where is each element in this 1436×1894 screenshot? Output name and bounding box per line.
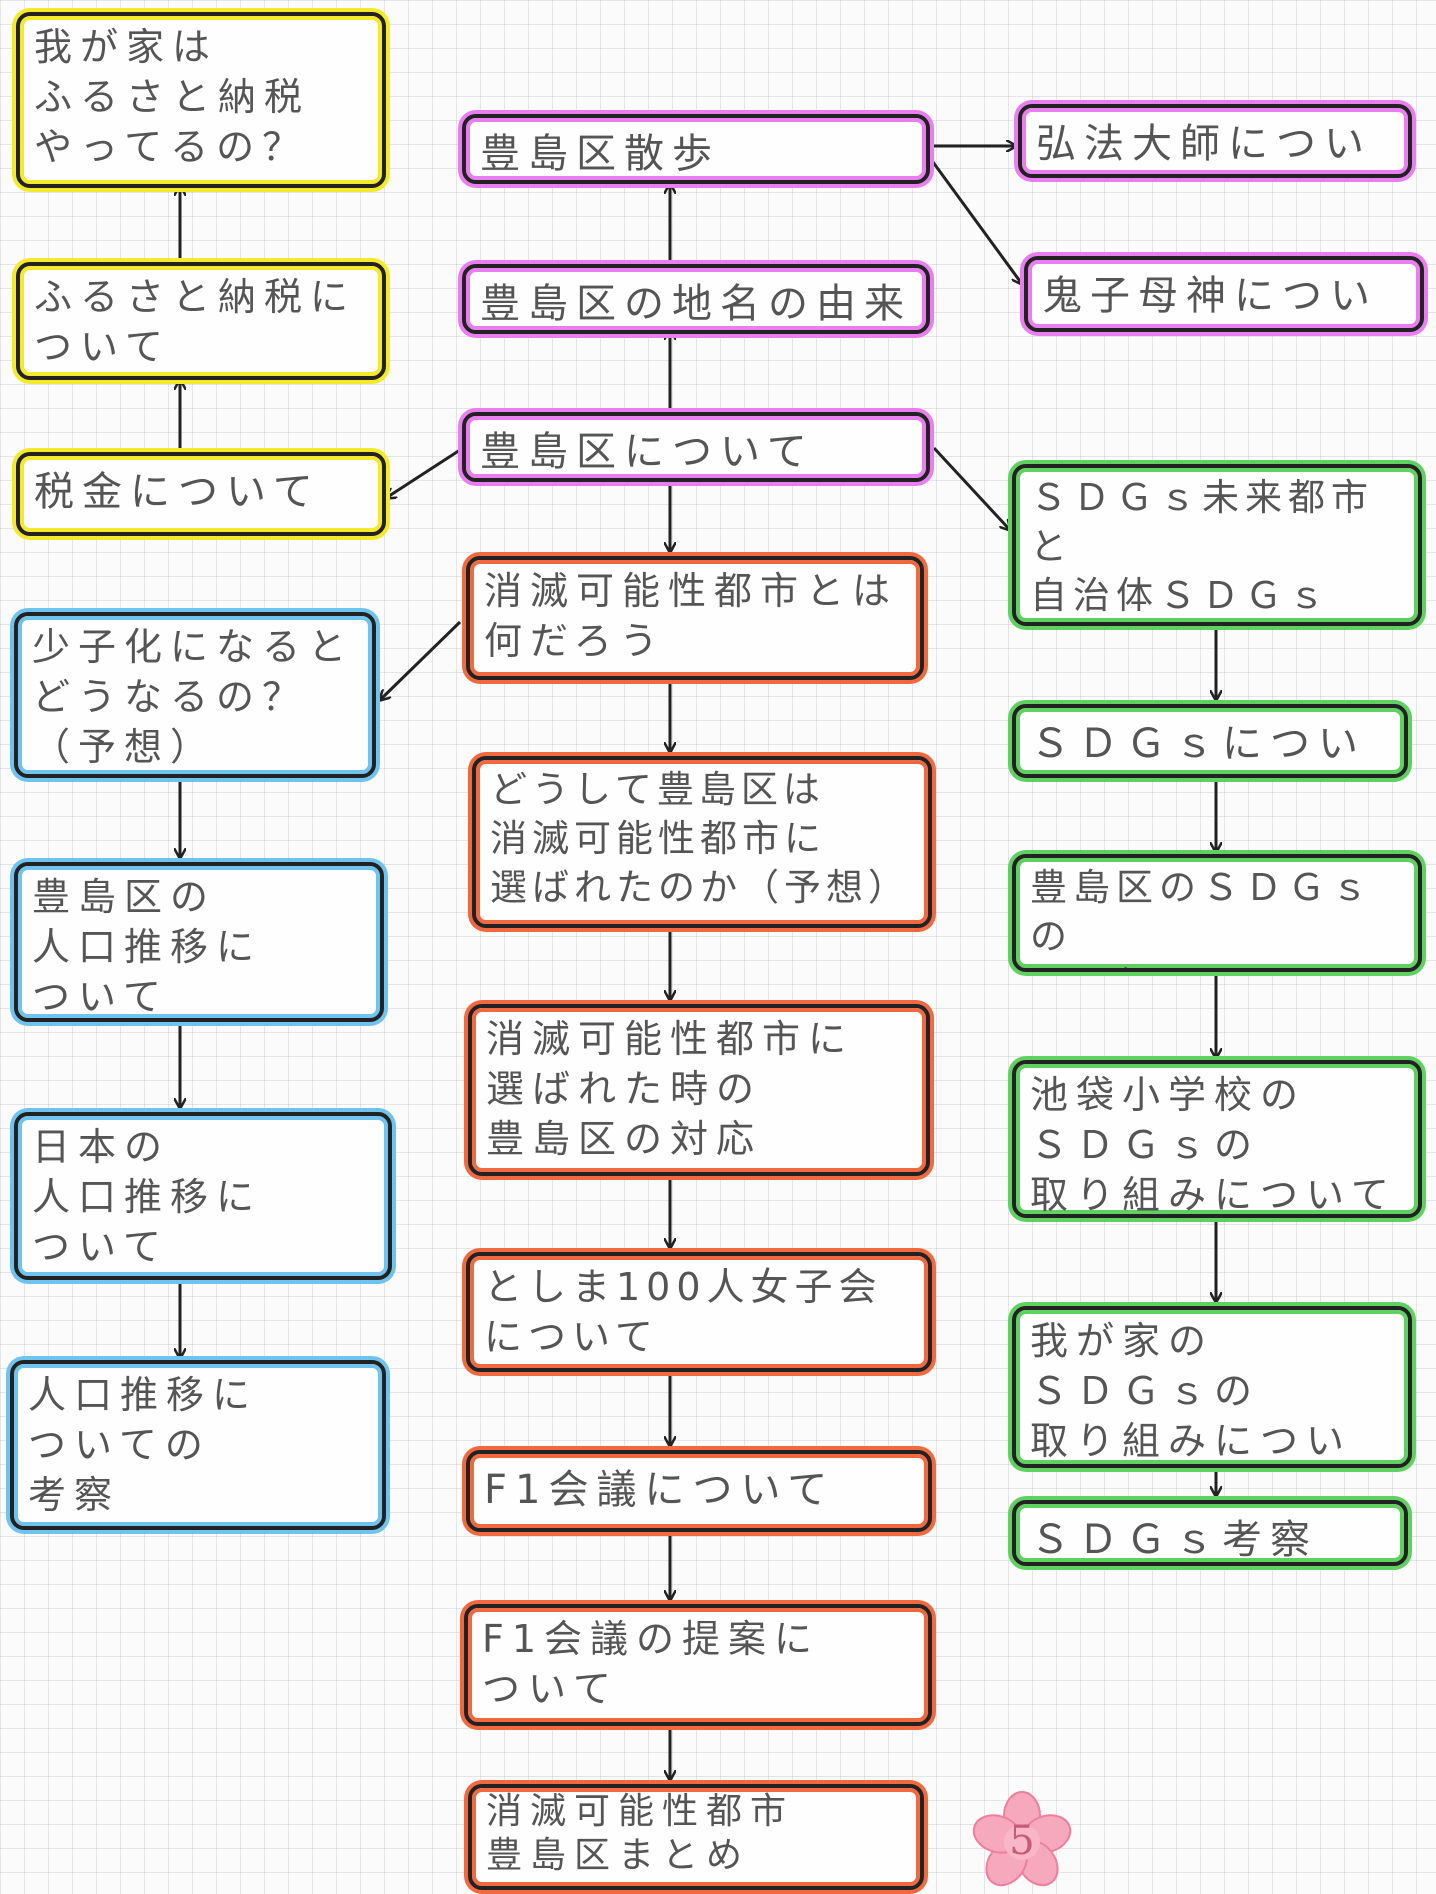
- node-nihon-jinko: 日本の 人口推移に ついて: [14, 1112, 392, 1280]
- node-zeikin: 税金について: [16, 452, 386, 536]
- node-matome: 消滅可能性都市 豊島区まとめ: [468, 1784, 924, 1890]
- node-chimei-yurai: 豊島区の地名の由来: [462, 264, 930, 334]
- node-wagaya-sdgs: 我が家の ＳＤＧｓの 取り組みについて: [1012, 1306, 1412, 1468]
- node-ikebukuro-sdgs: 池袋小学校の ＳＤＧｓの 取り組みについて: [1012, 1060, 1422, 1218]
- arrow-sanpo-to-kishimojin: [928, 157, 1022, 284]
- node-toshima-jinko: 豊島区の 人口推移に ついて: [14, 862, 384, 1022]
- node-f1-kaigi: F1会議について: [466, 1450, 932, 1532]
- node-toshima-sanpo: 豊島区散歩: [462, 114, 930, 184]
- node-toshima-sdgs: 豊島区のＳＤＧｓの 取り組みについて: [1012, 854, 1422, 972]
- arrow-shometsu-to-shoshika: [380, 620, 462, 700]
- node-furusato-nozei: ふるさと納税に ついて: [16, 262, 386, 380]
- node-shoshika: 少子化になると どうなるの？ （予想）: [14, 612, 376, 778]
- node-taiou: 消滅可能性都市に 選ばれた時の 豊島区の対応: [468, 1004, 930, 1176]
- node-joshikai: としま100人女子会 について: [466, 1252, 932, 1372]
- page-number: 5: [1009, 1818, 1035, 1864]
- arrow-toshima-to-sdgsmirai: [932, 446, 1010, 530]
- node-sdgs: ＳＤＧｓについて: [1012, 704, 1408, 778]
- arrow-toshima-to-zeikin: [386, 448, 461, 498]
- node-jinko-kousatsu: 人口推移に ついての 考察: [10, 1360, 386, 1530]
- sakura-icon: [972, 1791, 1072, 1887]
- node-sdgs-kousatsu: ＳＤＧｓ考察: [1012, 1500, 1408, 1566]
- node-shometsu-towa: 消滅可能性都市とは 何だろう: [466, 556, 924, 680]
- node-toshima-ku: 豊島区について: [462, 412, 930, 482]
- node-kishimojin: 鬼子母神について: [1024, 256, 1424, 332]
- page-number-badge: 5: [972, 1790, 1072, 1890]
- node-f1-teian: F1会議の提案に ついて: [464, 1604, 932, 1726]
- node-sdgs-mirai: ＳＤＧｓ未来都市と 自治体ＳＤＧｓ モデル事業について: [1012, 464, 1422, 626]
- node-furusato-yaruka: 我が家は ふるさと納税 やってるの？: [16, 12, 386, 188]
- node-doushite: どうして豊島区は 消滅可能性都市に 選ばれたのか（予想）: [472, 756, 932, 928]
- node-kobo-daishi: 弘法大師について: [1018, 104, 1412, 178]
